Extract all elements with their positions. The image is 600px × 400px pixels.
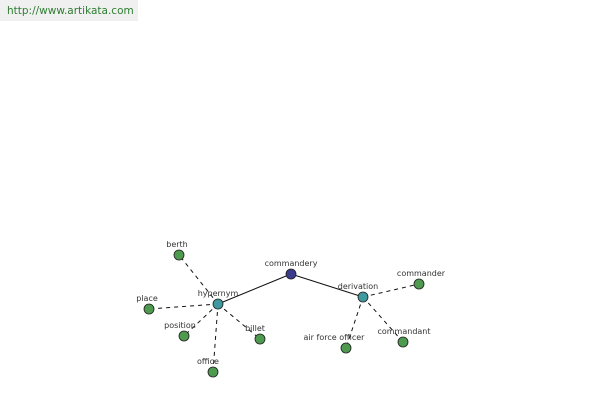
edge-hypernym-position: [183, 303, 219, 337]
leaf-node-commandant-circle[interactable]: [397, 336, 409, 348]
leaf-node-berth[interactable]: berth: [166, 240, 188, 261]
edge-hypernym-place: [148, 303, 219, 310]
edge-derivation-commandant: [362, 296, 404, 343]
edge-hypernym-berth: [178, 254, 219, 305]
nodes: berth place position office billet commander c…: [136, 240, 446, 378]
leaf-node-office-circle[interactable]: [207, 366, 219, 378]
relation-node-derivation-circle[interactable]: [357, 291, 369, 303]
leaf-node-commandant[interactable]: commandant: [377, 327, 431, 348]
edge-hypernym-billet: [217, 303, 261, 340]
edges: [148, 254, 420, 373]
root-node-commandery-circle[interactable]: [285, 268, 297, 280]
leaf-node-billet-circle[interactable]: [254, 333, 266, 345]
leaf-node-air-force-officer[interactable]: air force officer: [304, 333, 366, 354]
relation-node-derivation[interactable]: derivation: [338, 282, 378, 303]
edge-derivation-air-force-officer: [345, 296, 364, 349]
leaf-node-place-label: place: [136, 294, 158, 303]
leaf-node-place[interactable]: place: [136, 294, 158, 315]
relation-node-hypernym-label: hypernym: [198, 289, 239, 298]
site-link[interactable]: http://www.artikata.com: [7, 4, 134, 17]
edge-derivation-commander: [362, 283, 420, 298]
leaf-node-billet-label: billet: [245, 324, 265, 333]
leaf-node-position-circle[interactable]: [178, 330, 190, 342]
url-bar: http://www.artikata.com: [0, 0, 138, 21]
leaf-node-commander[interactable]: commander: [397, 269, 446, 290]
leaf-node-commandant-label: commandant: [377, 327, 430, 336]
leaf-node-office-label: office: [197, 357, 219, 366]
leaf-node-office[interactable]: office: [197, 357, 219, 378]
relation-node-hypernym-circle[interactable]: [212, 298, 224, 310]
leaf-node-berth-label: berth: [166, 240, 188, 249]
leaf-node-air-force-officer-label: air force officer: [304, 333, 366, 342]
leaf-node-place-circle[interactable]: [143, 303, 155, 315]
leaf-node-billet[interactable]: billet: [245, 324, 266, 345]
edge-root-derivation: [290, 273, 364, 298]
edge-root-hypernym: [217, 273, 292, 305]
root-node-commandery-label: commandery: [265, 259, 318, 268]
leaf-node-commander-label: commander: [397, 269, 446, 278]
leaf-node-position[interactable]: position: [164, 321, 196, 342]
leaf-node-air-force-officer-circle[interactable]: [340, 342, 352, 354]
leaf-node-commander-circle[interactable]: [413, 278, 425, 290]
relation-node-hypernym[interactable]: hypernym: [198, 289, 239, 310]
leaf-node-position-label: position: [164, 321, 196, 330]
edge-hypernym-office: [212, 303, 219, 373]
leaf-node-berth-circle[interactable]: [173, 249, 185, 261]
root-node-commandery[interactable]: commandery: [265, 259, 318, 280]
relation-node-derivation-label: derivation: [338, 282, 378, 291]
